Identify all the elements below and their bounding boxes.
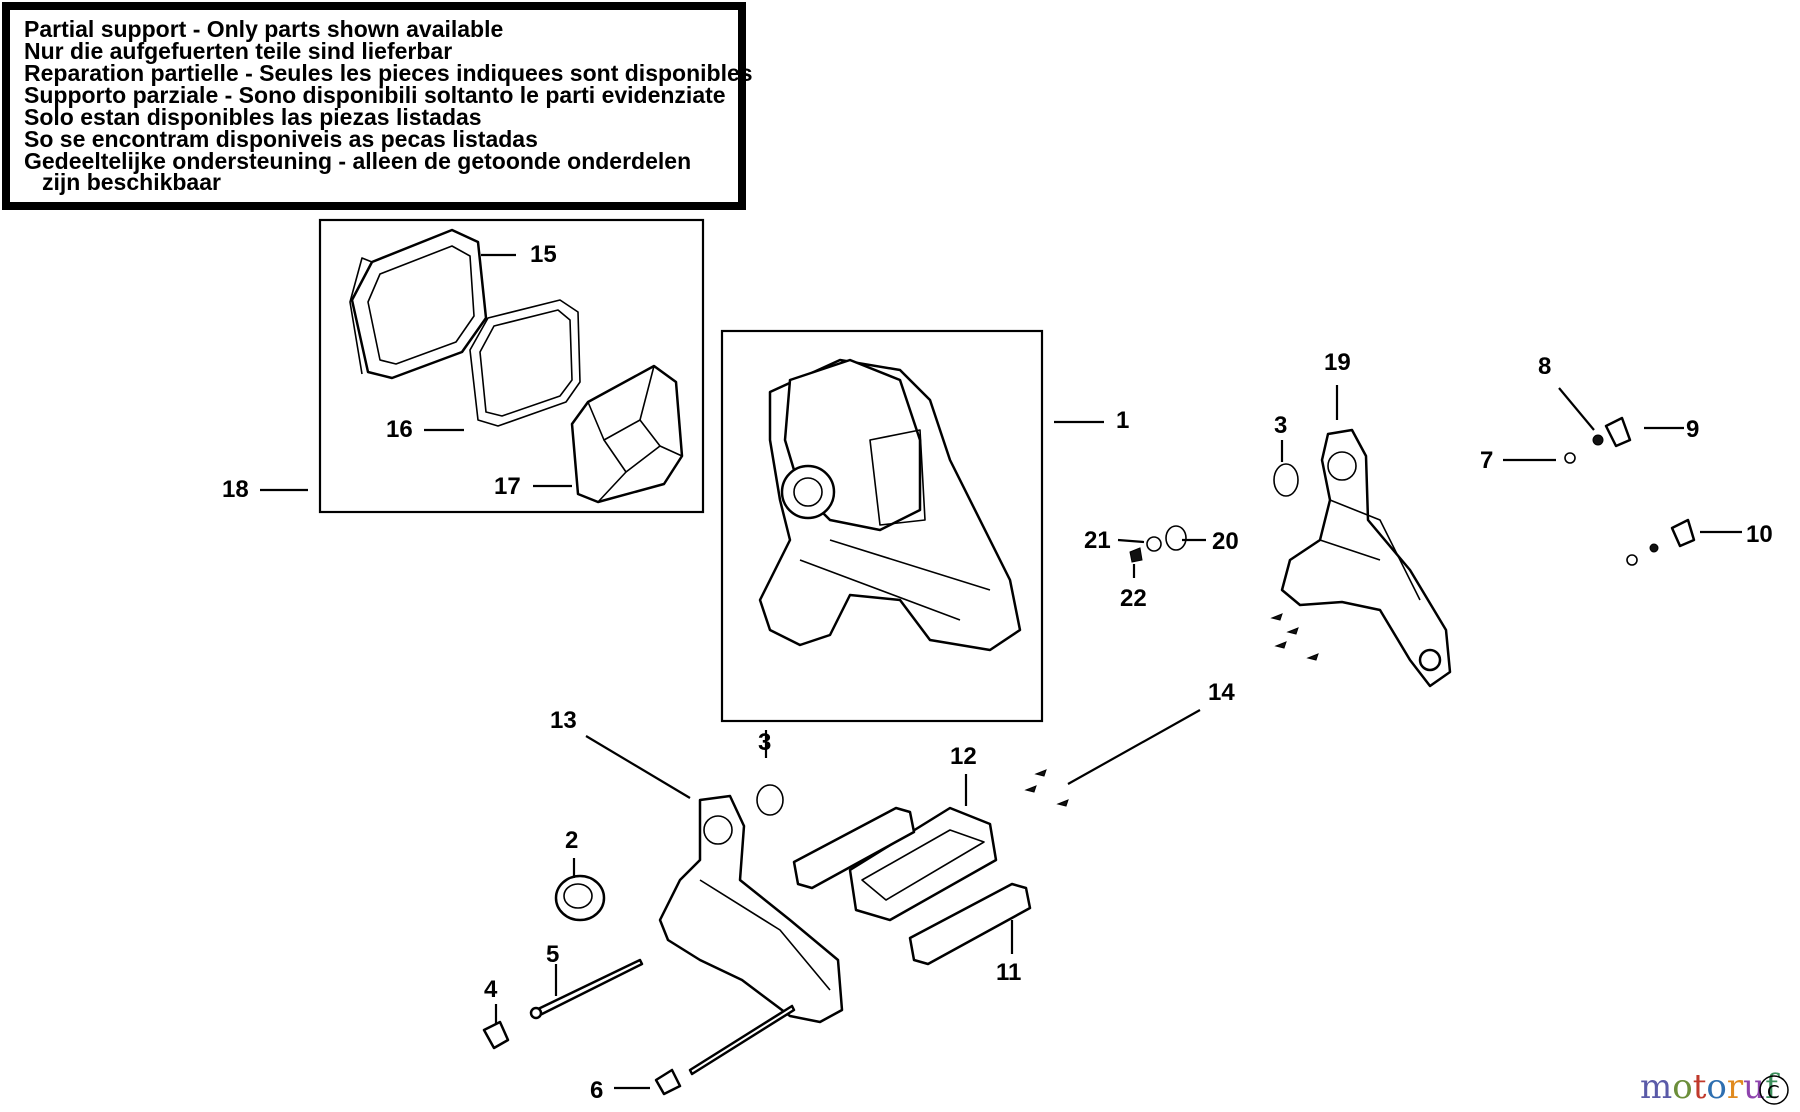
notice-line: Partial support - Only parts shown avail… [24,16,503,42]
part-16-gasket [469,299,581,427]
subassembly-frame-lens [318,218,705,514]
availability-notice: Partial support - Only parts shown avail… [2,2,753,210]
part-10-washer [1626,554,1638,566]
part-10-nut [1649,543,1659,553]
callouts: 1 2 3 3 4 5 6 7 8 9 10 11 12 13 14 15 16… [222,241,1773,1104]
callout-11: 11 [996,959,1021,986]
part-9-latch [1604,416,1632,448]
notice-line: Nur die aufgefuerten teile sind lieferba… [24,38,452,64]
part-10-latch [1670,518,1696,548]
watermark-text: motoruf [1640,1067,1780,1107]
part-12-base-frame [848,806,998,922]
watermark-logo: motoruf C [1640,1067,1789,1107]
copyright-icon [1759,1075,1789,1105]
part-15-bezel [349,228,488,380]
subassembly-frame-housing [720,329,1044,723]
callout-7: 7 [1480,447,1493,474]
notice-line: Reparation partielle - Seules les pieces… [24,60,753,86]
watermark-letter: m [1640,1067,1672,1107]
part-11-tube-lower [908,882,1032,966]
notice-line: Supporto parziale - Sono disponibili sol… [24,82,726,108]
part-21-washer [1146,536,1162,552]
part-20-washer [1165,525,1187,551]
watermark-letter: t [1693,1067,1707,1107]
part-4-nut [482,1020,510,1050]
callout-3: 3 [1274,412,1287,439]
part-19-right-arm [1280,428,1452,688]
part-3-oring-right [1273,463,1299,497]
copyright-glyph: C [1767,1082,1780,1103]
notice-line: Solo estan disponibles las piezas listad… [24,104,482,130]
callout-4: 4 [484,976,498,1003]
callout-12: 12 [950,743,977,770]
callout-20: 20 [1212,528,1239,555]
part-1-housing [758,358,1022,652]
callout-6: 6 [590,1077,603,1104]
part-17-lens [570,364,684,504]
callout-18: 18 [222,476,249,503]
callout-9: 9 [1686,416,1699,443]
callout-2: 2 [565,827,578,854]
part-7-washer [1564,452,1576,464]
callout-17: 17 [494,473,521,500]
callout-16: 16 [386,416,413,443]
callout-1: 1 [1116,407,1129,434]
notice-line: zijn beschikbaar [42,169,221,195]
callout-21: 21 [1084,527,1111,554]
callout-8: 8 [1538,353,1551,380]
leader-lines [260,253,1742,1090]
notice-line: So se encontram disponiveis as pecas lis… [24,126,538,152]
callout-19: 19 [1324,349,1351,376]
callout-14: 14 [1208,679,1235,706]
callout-13: 13 [550,707,577,734]
callout-10: 10 [1746,521,1773,548]
watermark-letter: o [1672,1067,1692,1107]
callout-15: 15 [530,241,557,268]
part-6-nut-and-bolt [654,1004,796,1096]
part-11-tube-upper [792,806,916,890]
watermark-letter: o [1706,1067,1726,1107]
part-14-screws [1024,613,1319,807]
callout-3: 3 [758,729,771,756]
part-5-bolt [529,958,644,1020]
part-8-nut [1592,434,1604,446]
callout-5: 5 [546,941,559,968]
part-3-oring-left [756,784,784,816]
watermark-letter: u [1743,1067,1765,1107]
part-22-screw [1129,547,1143,563]
part-2-knob [554,874,606,922]
notice-line: Gedeeltelijke ondersteuning - alleen de … [24,148,691,174]
watermark-letter: r [1727,1067,1744,1107]
callout-22: 22 [1120,585,1147,612]
part-13-left-arm [658,794,844,1024]
